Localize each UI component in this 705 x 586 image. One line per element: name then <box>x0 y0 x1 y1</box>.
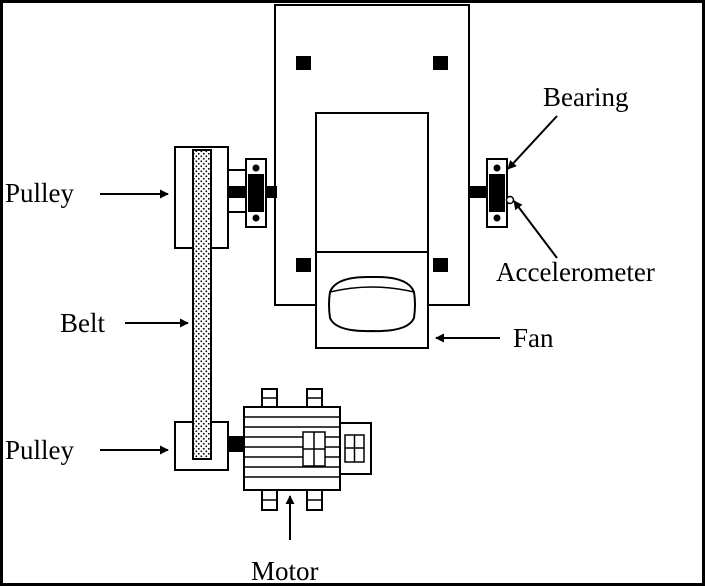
callout-arrows <box>100 115 558 540</box>
mount-bolt <box>296 56 311 70</box>
bearing-right <box>486 158 508 228</box>
label-fan: Fan <box>513 323 554 353</box>
motor <box>228 388 372 511</box>
belt <box>192 149 212 460</box>
fan <box>315 112 429 349</box>
arrow-accelerometer <box>513 200 558 259</box>
label-belt: Belt <box>60 308 105 338</box>
fan-test-rig-diagram: Pulley Belt Pulley Bearing Accelerometer… <box>5 4 655 583</box>
bearing-left <box>245 158 267 228</box>
label-pulley-top: Pulley <box>5 178 75 208</box>
label-motor: Motor <box>251 556 319 583</box>
mount-bolt <box>296 258 311 272</box>
arrow-bearing <box>507 115 558 170</box>
label-accelerometer: Accelerometer <box>496 257 655 287</box>
mount-bolt <box>433 258 448 272</box>
label-bearing: Bearing <box>543 82 628 112</box>
shaft-right <box>469 186 487 198</box>
label-pulley-bottom: Pulley <box>5 435 75 465</box>
accelerometer-sensor <box>505 195 515 205</box>
mount-bolt <box>433 56 448 70</box>
